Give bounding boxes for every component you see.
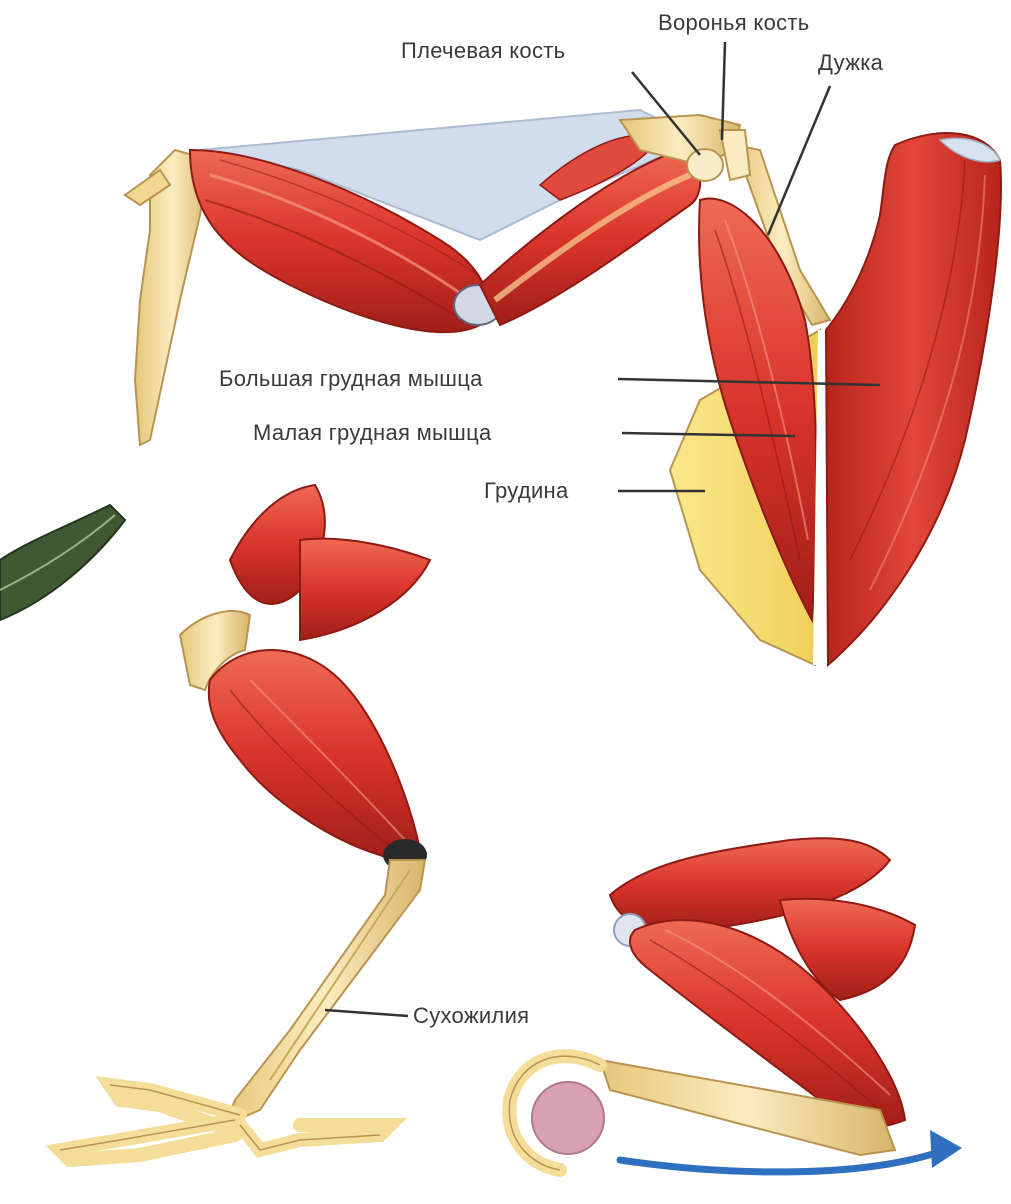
- tarsus-bone: [225, 860, 425, 1125]
- shoulder-joint: [687, 149, 723, 181]
- leader-furcula: [768, 86, 830, 235]
- drumstick-muscle: [209, 650, 420, 858]
- label-humerus: Плечевая кость: [401, 38, 565, 64]
- wing-illustration: [125, 110, 740, 445]
- sternum-illustration: [670, 130, 1001, 665]
- label-coracoid: Воронья кость: [658, 10, 810, 36]
- perched-leg-illustration: [509, 838, 962, 1172]
- label-pectoralis-major: Большая грудная мышца: [219, 366, 483, 392]
- label-furcula: Дужка: [818, 50, 883, 76]
- label-tendon: Сухожилия: [413, 1003, 529, 1029]
- pectoralis-major-muscle: [826, 133, 1001, 665]
- tendon-arrow: [620, 1150, 945, 1172]
- tendon-line: [270, 870, 410, 1080]
- label-sternum: Грудина: [484, 478, 569, 504]
- leader-tendon: [325, 1010, 408, 1016]
- thigh-muscle-fan: [300, 539, 430, 640]
- standing-leg-illustration: [60, 485, 430, 1160]
- coracoid-bone: [720, 130, 750, 180]
- perch-branch: [532, 1082, 604, 1154]
- label-pectoralis-minor: Малая грудная мышца: [253, 420, 492, 446]
